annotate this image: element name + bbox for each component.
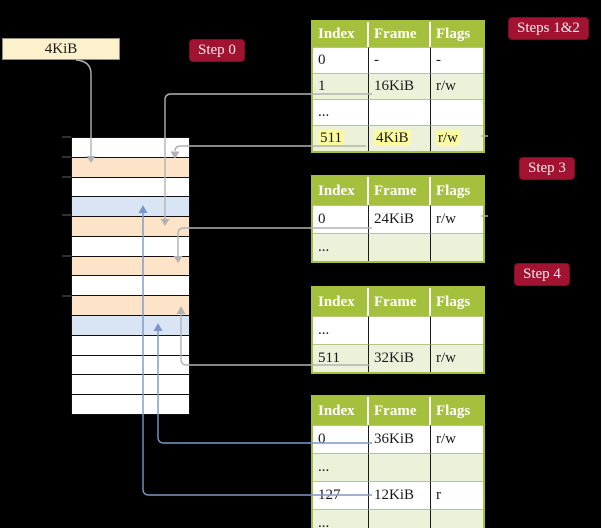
cell-index: 511	[318, 350, 340, 366]
page-table-level1: Index Frame Flags 0 - - 1 16KiB r/w ... …	[311, 20, 485, 153]
table-row: ...	[313, 453, 483, 481]
page-table-level3: Index Frame Flags ... 511 32KiB r/w	[311, 286, 485, 374]
cell-flags-highlight: r/w	[436, 130, 460, 146]
memory-row-13	[72, 375, 189, 396]
cell-index: ...	[318, 104, 330, 120]
table-row: 0 - -	[313, 47, 483, 73]
table-row: ...	[313, 233, 483, 261]
table-row: 1 16KiB r/w	[313, 73, 483, 99]
table-header-row: Index Frame Flags	[313, 22, 483, 47]
page-table-level4: Index Frame Flags 0 36KiB r/w ... 127 12…	[311, 395, 485, 528]
memory-row-14	[72, 395, 189, 414]
table-row: 511 32KiB r/w	[313, 344, 483, 372]
badge-step0: Step 0	[189, 39, 245, 62]
col-header-flags: Flags	[431, 22, 483, 47]
cell-index: 0	[318, 52, 326, 68]
col-header-frame: Frame	[369, 397, 431, 425]
table-header-row: Index Frame Flags	[313, 397, 483, 425]
table-row: ...	[313, 316, 483, 344]
col-header-index: Index	[313, 177, 369, 205]
table-header-row: Index Frame Flags	[313, 288, 483, 316]
cell-flags: r/w	[436, 78, 456, 94]
badge-step4: Step 4	[514, 263, 570, 286]
col-header-frame: Frame	[369, 22, 431, 47]
col-header-frame: Frame	[369, 177, 431, 205]
memory-row-9	[72, 296, 189, 317]
col-header-flags: Flags	[431, 397, 483, 425]
memory-stack	[71, 137, 190, 415]
memory-row-10	[72, 316, 189, 336]
page-frame-box: 4KiB	[2, 38, 120, 60]
col-header-index: Index	[313, 288, 369, 316]
cell-frame: 24KiB	[374, 211, 415, 227]
cell-index: ...	[318, 459, 330, 475]
memory-row-2	[72, 157, 189, 178]
badge-step3: Step 3	[519, 157, 575, 180]
cell-frame-highlight: 4KiB	[374, 130, 411, 146]
cell-frame: -	[374, 52, 379, 68]
col-header-index: Index	[313, 397, 369, 425]
cell-flags: -	[436, 52, 441, 68]
memory-row-8	[72, 276, 189, 297]
cell-index: ...	[318, 239, 330, 255]
memory-row-1	[72, 138, 189, 158]
col-header-flags: Flags	[431, 177, 483, 205]
cell-index: ...	[318, 322, 330, 338]
memory-row-3	[72, 177, 189, 198]
memory-tick-marks	[62, 136, 71, 297]
memory-row-7	[72, 256, 189, 277]
cell-flags: r/w	[436, 350, 456, 366]
page-table-level2: Index Frame Flags 0 24KiB r/w ...	[311, 175, 485, 263]
memory-row-5	[72, 217, 189, 237]
cell-index: 0	[318, 211, 326, 227]
cell-frame: 12KiB	[374, 487, 415, 503]
table-row: ...	[313, 99, 483, 125]
table-row: 0 36KiB r/w	[313, 425, 483, 453]
cell-index-highlight: 511	[318, 130, 344, 146]
table-row: 127 12KiB r	[313, 481, 483, 509]
memory-row-12	[72, 355, 189, 376]
cell-index: 127	[318, 487, 341, 503]
cell-index: ...	[318, 515, 330, 528]
table-header-row: Index Frame Flags	[313, 177, 483, 205]
cell-frame: 32KiB	[374, 350, 415, 366]
cell-index: 1	[318, 78, 326, 94]
col-header-flags: Flags	[431, 288, 483, 316]
badge-steps1-2: Steps 1&2	[508, 17, 589, 40]
table-row: ...	[313, 509, 483, 528]
cell-flags: r/w	[436, 431, 456, 447]
memory-row-11	[72, 335, 189, 356]
col-header-index: Index	[313, 22, 369, 47]
memory-row-4	[72, 197, 189, 218]
memory-row-6	[72, 236, 189, 257]
cell-flags: r/w	[436, 211, 456, 227]
cell-frame: 16KiB	[374, 78, 415, 94]
page-frame-label: 4KiB	[44, 41, 78, 57]
cell-index: 0	[318, 431, 326, 447]
table-row-highlighted: 511 4KiB r/w	[313, 125, 483, 151]
cell-flags: r	[436, 487, 441, 503]
cell-frame: 36KiB	[374, 431, 415, 447]
table-row: 0 24KiB r/w	[313, 205, 483, 233]
col-header-frame: Frame	[369, 288, 431, 316]
